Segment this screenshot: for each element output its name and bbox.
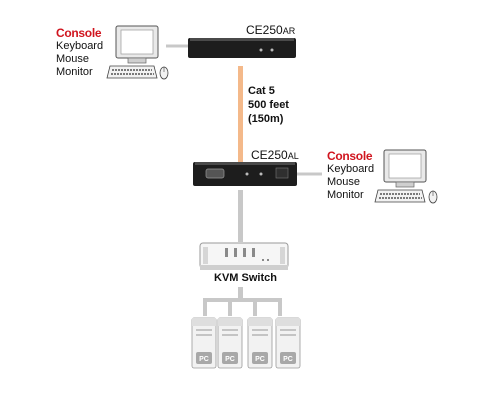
ce250ar-model: CE250 (246, 23, 283, 37)
console-top-label-group: Console Keyboard Mouse Monitor (56, 26, 103, 79)
cat5-cable (238, 66, 243, 176)
console-right-label-group: Console Keyboard Mouse Monitor (327, 149, 374, 202)
link-al-to-kvm (238, 190, 243, 242)
kvm-switch-device (199, 242, 289, 270)
console-right-item-mouse: Mouse (327, 176, 361, 188)
cable-type: Cat 5 (248, 85, 275, 97)
ce250al-label: CE250AL (251, 148, 299, 162)
pc-label: PC (283, 356, 293, 363)
kvm-switch-label: KVM Switch (214, 272, 277, 284)
console-top-item-keyboard: Keyboard (56, 40, 104, 52)
pc-tower-4: PC (275, 317, 301, 369)
ce250ar-label: CE250AR (246, 23, 295, 37)
pc-label: PC (199, 356, 209, 363)
ce250al-suffix: AL (287, 151, 299, 161)
cable-label-group: Cat 5 500 feet (150m) (248, 84, 289, 126)
mouse-icon-right (428, 190, 438, 204)
ce250ar-unit (188, 38, 296, 58)
monitor-icon (115, 25, 159, 64)
console-top-item-mouse: Mouse (56, 53, 90, 65)
pc-label: PC (225, 356, 235, 363)
keyboard-icon-right (374, 189, 426, 203)
pc-tower-2: PC (217, 317, 243, 369)
ce250al-unit (193, 162, 297, 186)
console-right-item-keyboard: Keyboard (327, 163, 375, 175)
pc-tower-3: PC (247, 317, 273, 369)
console-top-title: Console (56, 26, 102, 40)
ce250ar-suffix: AR (282, 26, 296, 36)
pc-label: PC (255, 356, 265, 363)
link-kvm-to-pcs (238, 287, 243, 299)
monitor-icon-right (383, 149, 427, 188)
console-right-item-monitor: Monitor (327, 189, 364, 201)
pc-bus-line (203, 298, 279, 302)
cable-length-feet: 500 feet (248, 99, 289, 111)
console-right-title: Console (327, 149, 373, 163)
mouse-icon (159, 66, 169, 80)
cable-length-meters: (150m) (248, 113, 284, 125)
pc-tower-1: PC (191, 317, 217, 369)
keyboard-icon (106, 65, 158, 79)
console-top-item-monitor: Monitor (56, 66, 93, 78)
ce250al-model: CE250 (251, 148, 288, 162)
